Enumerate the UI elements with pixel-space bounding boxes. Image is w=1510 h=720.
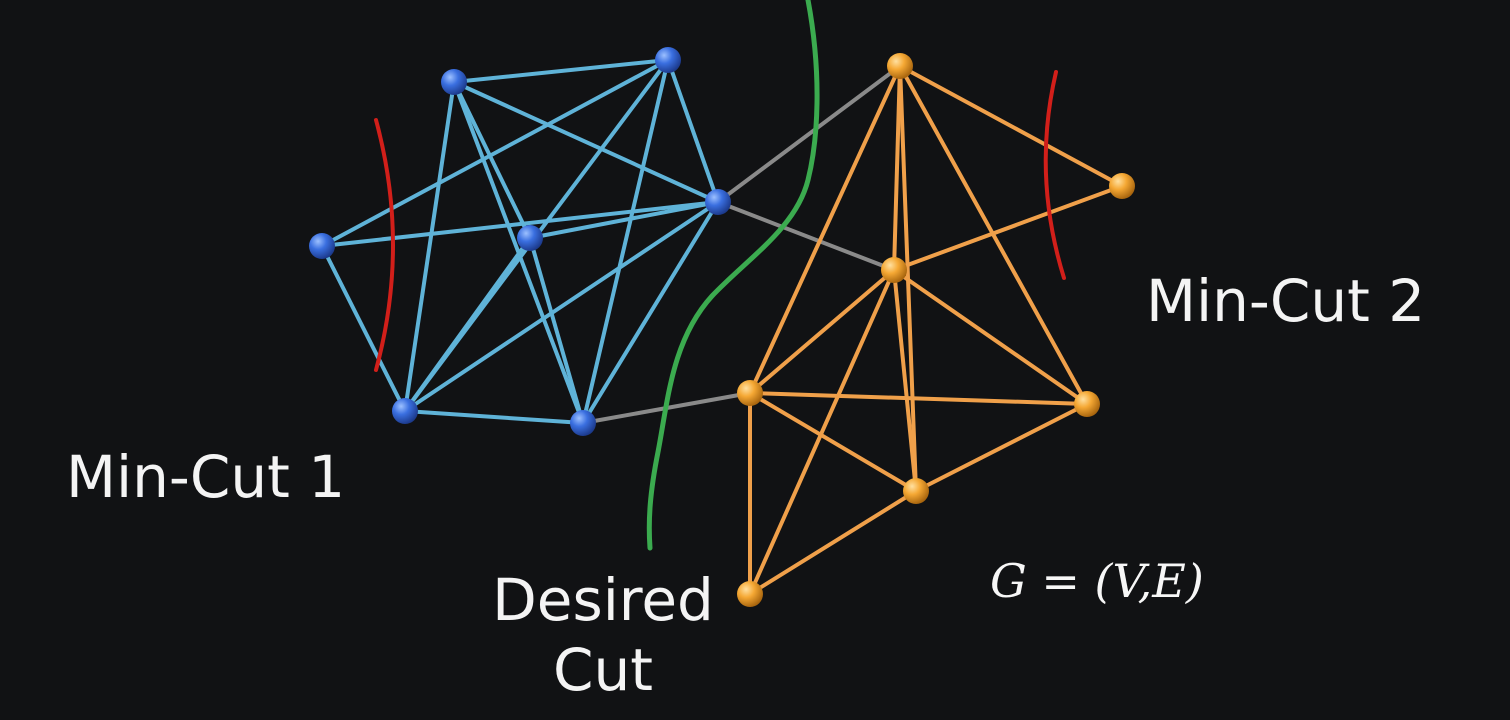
edge-b2-b1 bbox=[898, 64, 1124, 188]
node-a7 bbox=[570, 410, 596, 436]
node-b2 bbox=[1109, 173, 1135, 199]
edge-b5-b3 bbox=[892, 268, 1089, 406]
min-cut-2-label: Min-Cut 2 bbox=[1146, 267, 1426, 335]
node-b7 bbox=[737, 581, 763, 607]
edge-a1-a2 bbox=[452, 58, 670, 84]
desired-cut-label: Desired Cut bbox=[458, 566, 748, 705]
desired-cut-curve bbox=[646, 0, 820, 551]
edge-a2-a4 bbox=[320, 58, 670, 248]
min-cut-1-curve bbox=[374, 118, 395, 372]
cluster-b-edges bbox=[748, 64, 1124, 596]
edge-a1-a6 bbox=[403, 80, 456, 413]
graph-nodes bbox=[309, 47, 1135, 607]
edge-b4-b1 bbox=[748, 64, 902, 395]
node-a2 bbox=[655, 47, 681, 73]
edge-a4-a6 bbox=[320, 244, 407, 413]
node-a6 bbox=[392, 398, 418, 424]
edge-a3-a6 bbox=[403, 200, 720, 413]
node-a4 bbox=[309, 233, 335, 259]
edge-a1-a5 bbox=[452, 80, 532, 240]
edge-b7-b3 bbox=[748, 268, 896, 596]
edge-b6-b5 bbox=[914, 402, 1089, 493]
edge-b7-b6 bbox=[748, 489, 918, 596]
desired-cut-label-line2: Cut bbox=[553, 635, 653, 704]
edge-a5-a6 bbox=[403, 236, 532, 413]
min-cut-2-curve bbox=[1043, 70, 1066, 280]
node-a5 bbox=[517, 225, 543, 251]
edge-a2-a7 bbox=[581, 58, 670, 425]
cut-curves bbox=[374, 0, 1066, 551]
edge-a1-a3 bbox=[452, 80, 720, 204]
bridge-edge-a3-b3 bbox=[716, 200, 896, 272]
edge-b6-b3 bbox=[892, 268, 918, 493]
edge-a2-a3 bbox=[666, 58, 720, 204]
node-b3 bbox=[881, 257, 907, 283]
graph-formula: G = (V,E) bbox=[990, 554, 1204, 608]
node-a3 bbox=[705, 189, 731, 215]
bridge-edges bbox=[581, 64, 902, 425]
edge-b6-b4 bbox=[748, 391, 918, 493]
cluster-a-edges bbox=[320, 58, 720, 425]
edge-b4-b3 bbox=[748, 268, 896, 395]
edge-a3-a4 bbox=[320, 200, 720, 248]
edge-a6-a7 bbox=[403, 409, 585, 425]
edge-a3-a7 bbox=[581, 200, 720, 425]
desired-cut-label-line1: Desired bbox=[492, 566, 714, 634]
edge-a5-a7 bbox=[528, 236, 585, 425]
node-a1 bbox=[441, 69, 467, 95]
node-b6 bbox=[903, 478, 929, 504]
min-cut-1-label: Min-Cut 1 bbox=[66, 443, 346, 511]
edge-b5-b4 bbox=[748, 391, 1089, 406]
bridge-edge-a3-b1 bbox=[716, 64, 902, 204]
edge-b3-b1 bbox=[892, 64, 902, 272]
node-b5 bbox=[1074, 391, 1100, 417]
edge-b3-b2 bbox=[892, 184, 1124, 272]
node-b4 bbox=[737, 380, 763, 406]
edge-a3-a5 bbox=[528, 200, 720, 240]
node-b1 bbox=[887, 53, 913, 79]
